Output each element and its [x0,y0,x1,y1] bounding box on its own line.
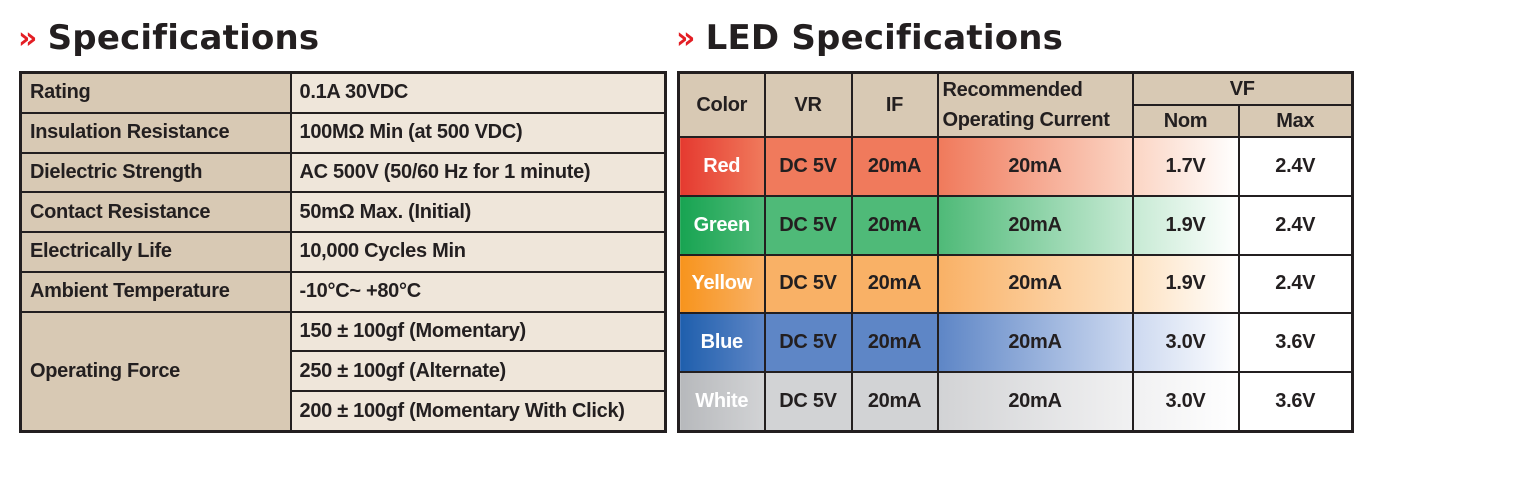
led-current-cell: 20mA [936,136,1134,197]
led-vr-cell: DC 5V [763,194,853,256]
spec-label: Insulation Resistance [19,111,292,154]
led-max-cell: 2.4V [1237,253,1354,315]
led-vr-cell: DC 5V [763,253,853,315]
spec-value: 200 ± 100gf (Momentary With Click) [289,390,667,433]
spec-row-operating-force: Operating Force 150 ± 100gf (Momentary) [19,310,667,433]
spec-row-operating-force-click: 200 ± 100gf (Momentary With Click) [21,390,667,433]
led-if-cell: 20mA [850,194,939,256]
spec-value: AC 500V (50/60 Hz for 1 minute) [289,151,667,194]
spec-row-electrically-life: Electrically Life 10,000 Cycles Min [19,231,667,273]
chevron-right-icon: » [18,20,38,56]
specifications-title-text: Specifications [47,18,320,58]
spec-value: 10,000 Cycles Min [289,231,667,273]
led-current-cell: 20mA [936,371,1134,433]
led-specifications-title: » LED Specifications [676,16,1063,60]
led-header-row: Color VR IF Recommended Operating Curren… [677,71,1354,138]
spec-value: 150 ± 100gf (Momentary) [289,310,667,353]
led-nom-cell: 1.9V [1131,253,1240,315]
spec-row-insulation-resistance: Insulation Resistance 100MΩ Min (at 500 … [19,111,667,154]
led-specifications-table: Color VR IF Recommended Operating Curren… [677,71,1354,433]
spec-label: Rating [19,71,292,114]
header-if: IF [850,71,939,138]
led-color-cell: Blue [677,312,766,374]
spec-value: 0.1A 30VDC [289,71,667,114]
led-nom-cell: 1.7V [1131,136,1240,197]
spec-label: Operating Force [19,310,292,433]
header-recommended-line1: Recommended [942,79,1083,101]
spec-row-rating: Rating 0.1A 30VDC [19,71,667,114]
led-vr-cell: DC 5V [763,312,853,374]
spec-row-operating-force-alternate: 250 ± 100gf (Alternate) [21,350,667,393]
header-nom: Nom [1131,104,1240,138]
spec-row-ambient-temperature: Ambient Temperature -10°C~ +80°C [19,270,667,313]
led-color-cell: Red [677,136,766,197]
led-max-cell: 2.4V [1237,136,1354,197]
header-recommended-operating-current: Recommended Operating Current [936,71,1134,138]
header-max: Max [1237,104,1354,138]
led-subheader-row: Nom Max [679,104,1354,138]
led-vr-cell: DC 5V [763,136,853,197]
specifications-title: » Specifications [18,16,319,60]
spec-value: 100MΩ Min (at 500 VDC) [289,111,667,154]
header-vr: VR [763,71,853,138]
led-color-cell: Green [677,194,766,256]
led-if-cell: 20mA [850,253,939,315]
spec-label: Electrically Life [19,231,292,273]
spec-label: Dielectric Strength [19,151,292,194]
header-color: Color [677,71,766,138]
spec-row-dielectric-strength: Dielectric Strength AC 500V (50/60 Hz fo… [19,151,667,194]
led-current-cell: 20mA [936,253,1134,315]
led-current-cell: 20mA [936,194,1134,256]
header-recommended-line2: Operating Current [942,109,1110,131]
led-if-cell: 20mA [850,371,939,433]
spec-value: 250 ± 100gf (Alternate) [289,350,667,393]
led-specifications-title-text: LED Specifications [705,18,1064,58]
led-color-cell: White [677,371,766,433]
led-nom-cell: 1.9V [1131,194,1240,256]
spec-label: Ambient Temperature [19,270,292,313]
led-nom-cell: 3.0V [1131,312,1240,374]
led-color-cell: Yellow [677,253,766,315]
led-nom-cell: 3.0V [1131,371,1240,433]
led-vr-cell: DC 5V [763,371,853,433]
header-vf: VF [1131,71,1354,106]
spec-value: 50mΩ Max. (Initial) [289,191,667,234]
chevron-right-icon: » [676,20,696,56]
specifications-table: Rating 0.1A 30VDC Insulation Resistance … [19,71,667,433]
spec-label: Contact Resistance [19,191,292,234]
led-max-cell: 2.4V [1237,194,1354,256]
spec-value: -10°C~ +80°C [289,270,667,313]
led-current-cell: 20mA [936,312,1134,374]
led-if-cell: 20mA [850,312,939,374]
spec-row-contact-resistance: Contact Resistance 50mΩ Max. (Initial) [19,191,667,234]
led-if-cell: 20mA [850,136,939,197]
led-max-cell: 3.6V [1237,371,1354,433]
led-max-cell: 3.6V [1237,312,1354,374]
